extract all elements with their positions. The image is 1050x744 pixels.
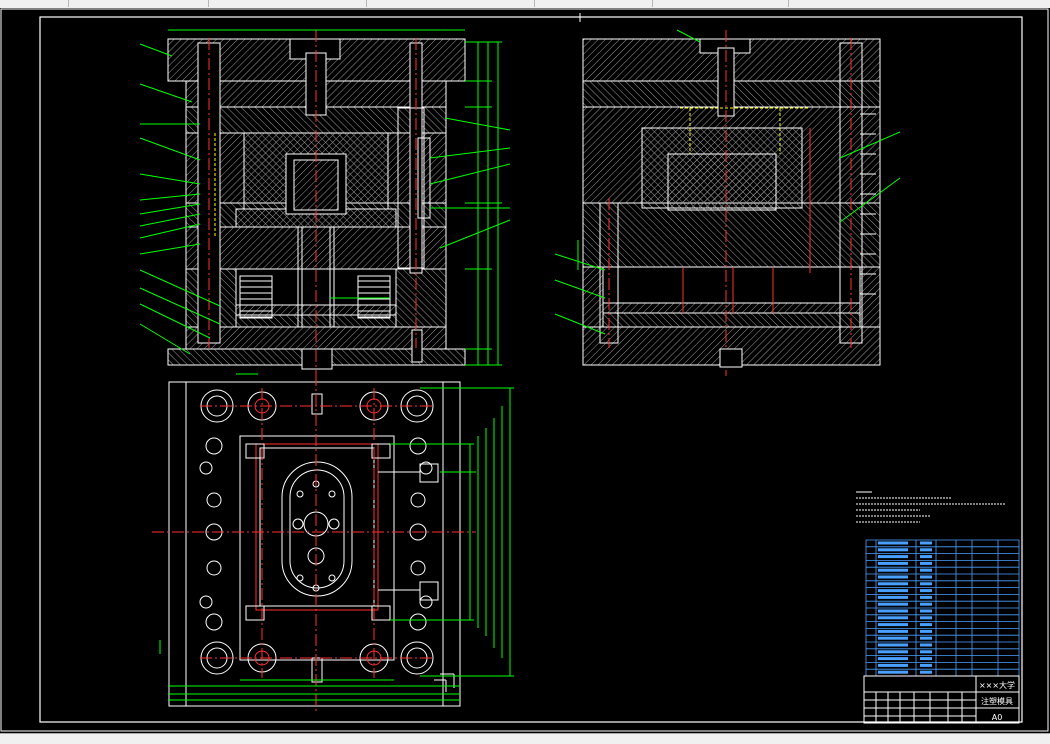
title-block: ×××大学 注塑模具 A0: [863, 675, 1020, 724]
parts-table-cell-text: [878, 616, 908, 620]
parts-table-cell-text: [878, 548, 908, 552]
plan-view: [152, 373, 514, 714]
parts-table-cell-text: [878, 575, 908, 579]
parts-table-cell-text: [920, 629, 932, 633]
front-section-view: [139, 29, 511, 376]
parts-table-cell-text: [920, 561, 932, 565]
parts-table-cell-text: [878, 602, 908, 606]
parts-table-cell-text: [878, 561, 908, 565]
toolbar-segment[interactable]: [654, 0, 789, 7]
parts-table-cell-text: [920, 650, 932, 654]
parts-table-cell-text: [878, 589, 908, 593]
side-section-view: [554, 29, 901, 376]
parts-table-cell-text: [920, 541, 932, 545]
parts-table-cell-text: [878, 670, 908, 674]
parts-table-cell-text: [920, 609, 932, 613]
parts-list-table: [865, 539, 1020, 677]
parts-table-cell-text: [878, 657, 908, 661]
parts-table-cell-text: [878, 643, 908, 647]
cad-drawing: ×××大学 注塑模具 A0: [0, 8, 1049, 732]
parts-table-cell-text: [920, 616, 932, 620]
parts-table-cell-text: [878, 629, 908, 633]
toolbar-segment[interactable]: [68, 0, 209, 7]
parts-table-cell-text: [920, 575, 932, 579]
parts-table-cell-text: [878, 663, 908, 667]
sheet-size: A0: [992, 713, 1003, 722]
technical-notes: [856, 491, 1005, 523]
parts-table-cell-text: [878, 568, 908, 572]
parts-table-cell-text: [920, 663, 932, 667]
parts-table-cell-text: [920, 643, 932, 647]
toolbar-segment[interactable]: [0, 0, 69, 7]
parts-table-cell-text: [878, 582, 908, 586]
parts-table-cell-text: [878, 555, 908, 559]
cad-drawing-canvas[interactable]: ×××大学 注塑模具 A0: [0, 8, 1050, 733]
parts-table-cell-text: [920, 555, 932, 559]
parts-table-cell-text: [920, 636, 932, 640]
parts-table-cell-text: [920, 589, 932, 593]
toolbar-segment[interactable]: [536, 0, 653, 7]
parts-table-cell-text: [920, 670, 932, 674]
parts-table-cell-text: [878, 623, 908, 627]
parts-table-cell-text: [878, 595, 908, 599]
parts-table-cell-text: [920, 582, 932, 586]
toolbar-segment[interactable]: [210, 0, 367, 7]
parts-table-cell-text: [920, 623, 932, 627]
drawing-border-outer: [0, 8, 1049, 732]
parts-table-cell-text: [878, 609, 908, 613]
parts-table-cell-text: [878, 650, 908, 654]
status-bar: [0, 733, 1050, 744]
parts-table-cell-text: [920, 548, 932, 552]
parts-table-cell-text: [878, 541, 908, 545]
drawing-name: 注塑模具: [981, 696, 1013, 706]
parts-table-cell-text: [920, 595, 932, 599]
parts-table-cell-text: [920, 657, 932, 661]
parts-table-cell-text: [920, 602, 932, 606]
parts-table-cell-text: [920, 568, 932, 572]
toolbar-segment[interactable]: [368, 0, 535, 7]
drawing-border-inner: [39, 16, 1023, 723]
school-name: ×××大学: [979, 680, 1015, 690]
parts-table-cell-text: [878, 636, 908, 640]
